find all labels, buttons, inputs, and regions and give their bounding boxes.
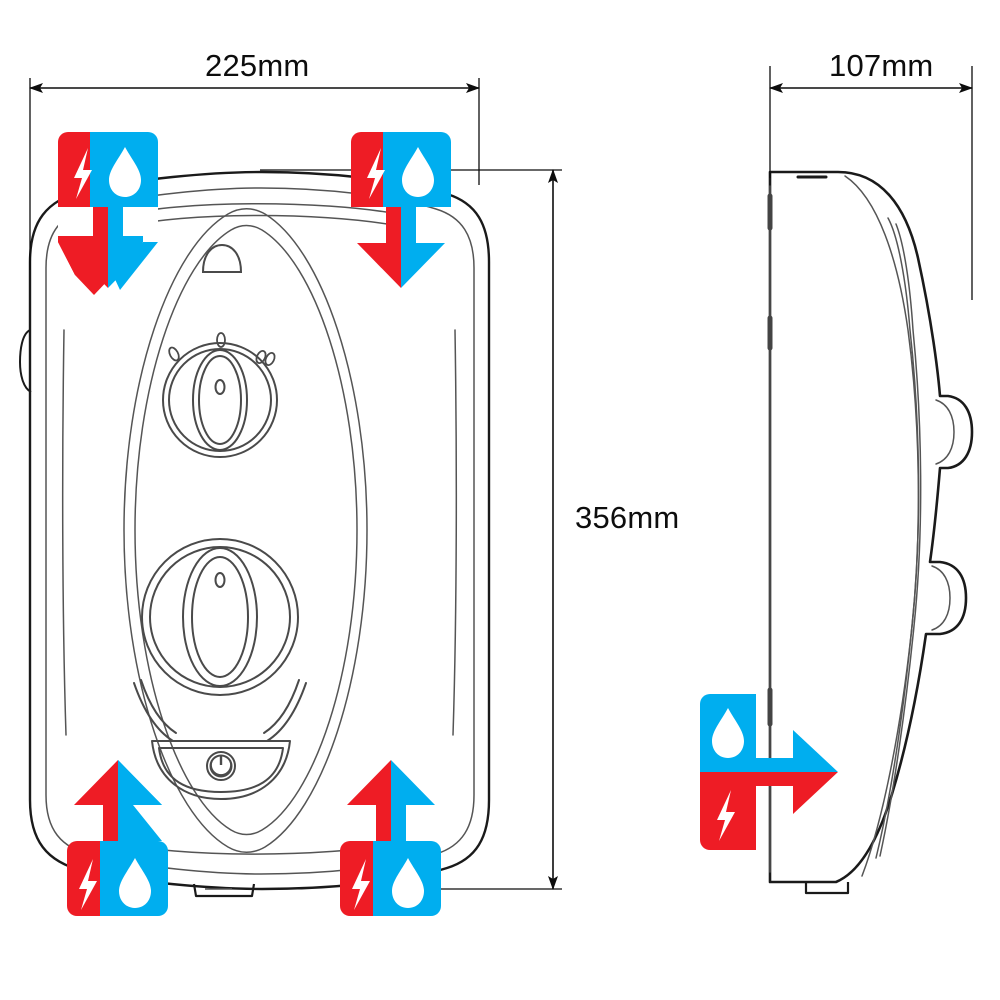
temperature-knob-arc-accents — [133, 679, 307, 742]
inlet-badge-top-right[interactable] — [351, 132, 451, 288]
dimension-label-width: 225mm — [205, 48, 310, 83]
inlet-badge-top-left-arrow — [58, 207, 158, 288]
front-view-side-nubs — [18, 329, 32, 393]
dimension-lines — [29, 66, 973, 890]
inlet-badge-bottom-left[interactable] — [67, 760, 168, 916]
dimension-label-depth: 107mm — [829, 48, 934, 83]
power-selector-knob[interactable] — [162, 342, 278, 458]
dimension-label-height: 356mm — [575, 500, 680, 535]
temperature-control-knob[interactable] — [141, 538, 299, 696]
hose-outlet-nub — [192, 883, 256, 898]
power-button[interactable] — [151, 740, 291, 800]
side-view-foot — [804, 882, 850, 895]
side-view-detail-lines — [767, 175, 955, 877]
status-indicator-dome — [201, 243, 243, 273]
power-selector-tick-marks — [168, 332, 276, 366]
side-view-outline — [768, 170, 974, 884]
inlet-badge-bottom-right[interactable] — [340, 760, 441, 916]
inlet-badge-side-right[interactable] — [700, 694, 838, 850]
